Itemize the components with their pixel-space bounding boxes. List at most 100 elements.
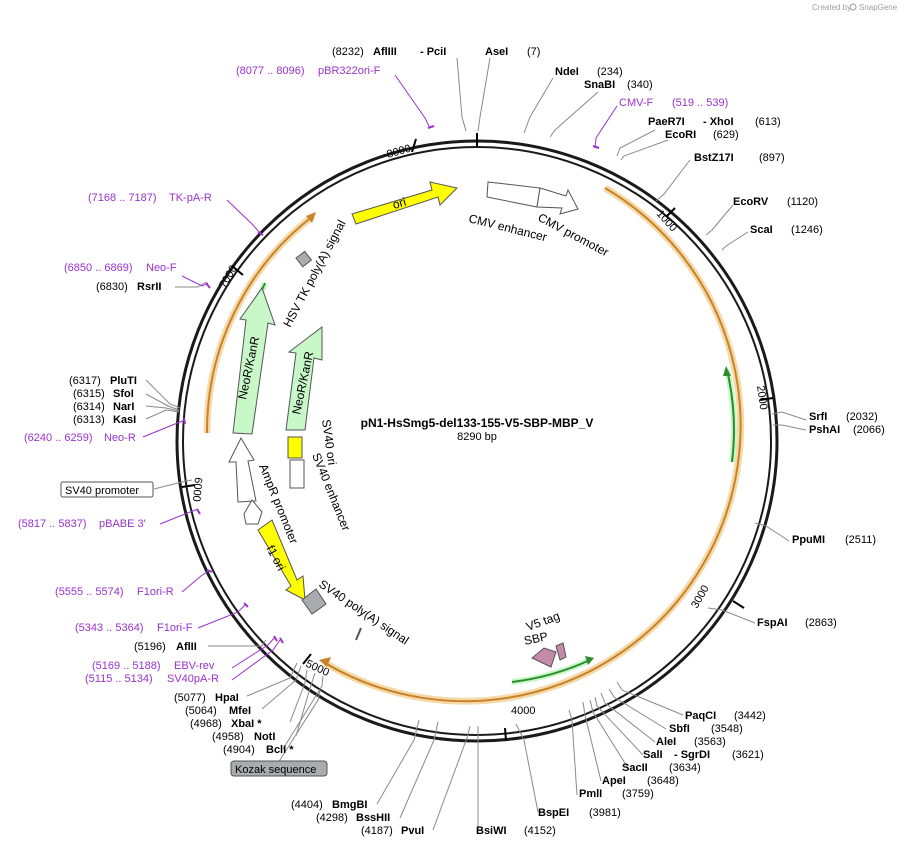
paer7i-pos: (613) (755, 116, 781, 128)
neof-primer[interactable]: Neo-F (146, 262, 177, 274)
tkpar-primer[interactable]: TK-pA-R (169, 192, 212, 204)
scai-site[interactable]: ScaI (750, 224, 773, 236)
bcli-site[interactable]: BclI * (266, 744, 294, 756)
pbr-primer[interactable]: pBR322ori-F (318, 65, 381, 77)
sv40-promoter-box-label: SV40 promoter (65, 485, 139, 497)
f1orir-pos: (5555 .. 5574) (55, 586, 124, 598)
neor-primer[interactable]: Neo-R (104, 432, 136, 444)
bmgbi-site[interactable]: BmgBI (332, 799, 367, 811)
nari-site[interactable]: NarI (113, 401, 134, 413)
apei-site[interactable]: ApeI (602, 775, 626, 787)
neor-pos: (6240 .. 6259) (24, 432, 93, 444)
cmv-promoter-feature[interactable] (536, 187, 579, 215)
sv40par-primer[interactable]: SV40pA-R (167, 673, 219, 685)
v5-tag-feature[interactable] (555, 642, 567, 661)
alei-site[interactable]: AleI (656, 736, 676, 748)
ecorv-site[interactable]: EcoRV (733, 196, 769, 208)
paqci-pos: (3442) (734, 710, 766, 722)
sv40-enhancer-feature[interactable] (289, 459, 305, 489)
f1orif-pos: (5343 .. 5364) (75, 622, 144, 634)
ndei-site[interactable]: NdeI (555, 66, 579, 78)
sbp-label: SBP (523, 629, 549, 648)
ndei-pos: (234) (597, 66, 623, 78)
noti-site[interactable]: NotI (254, 731, 275, 743)
pluti-site[interactable]: PluTI (110, 375, 137, 387)
cmv-enhancer-feature[interactable] (486, 181, 541, 208)
orf-left (205, 215, 314, 434)
ampr-promoter-feature[interactable] (243, 499, 263, 525)
bspei-pos: (3981) (589, 807, 621, 819)
pcii-site[interactable]: - PciI (420, 46, 446, 58)
paer7i-site[interactable]: PaeR7I (648, 116, 685, 128)
kozak-box-label: Kozak sequence (235, 764, 316, 776)
hpai-pos: (5077) (174, 692, 206, 704)
bsiwi-site[interactable]: BsiWI (476, 825, 507, 837)
sv40-polya-mark (355, 627, 362, 641)
bspei-site[interactable]: BspEI (538, 807, 569, 819)
pmli-site[interactable]: PmlI (579, 788, 602, 800)
bstz17i-pos: (897) (759, 152, 785, 164)
f1orir-primer[interactable]: F1ori-R (137, 586, 174, 598)
afliii-site[interactable]: AflIII (373, 46, 397, 58)
mfei-site[interactable]: MfeI (229, 705, 251, 717)
tick-6000: 6000 (190, 477, 204, 502)
hsv-tk-polya-feature[interactable] (295, 250, 313, 268)
ppumi-site[interactable]: PpuMI (792, 534, 825, 546)
neokanr-inner-feature[interactable] (285, 325, 323, 431)
cmvf-pos: (519 .. 539) (672, 97, 728, 109)
sbp-feature[interactable] (531, 647, 557, 668)
fspai-site[interactable]: FspAI (757, 617, 788, 629)
xbai-site[interactable]: XbaI * (231, 718, 262, 730)
ebvrev-primer[interactable]: EBV-rev (174, 660, 215, 672)
aflii-pos: (5196) (134, 641, 166, 653)
xhoi-site[interactable]: - XhoI (703, 116, 734, 128)
kozak-box[interactable] (230, 760, 328, 777)
bstz17i-site[interactable]: BstZ17I (694, 152, 734, 164)
sali-site[interactable]: SalI (643, 749, 663, 761)
srfi-pos: (2032) (846, 411, 878, 423)
neokanr-outer-feature[interactable] (232, 286, 276, 435)
cmvf-primer[interactable]: CMV-F (619, 97, 654, 109)
bsshii-site[interactable]: BssHII (356, 812, 390, 824)
ori-label: ori (391, 195, 408, 212)
asei-pos: (7) (527, 46, 540, 58)
sv40-promoter-box[interactable] (60, 481, 154, 498)
cmv-enhancer-label: CMV enhancer (467, 211, 548, 244)
green-arc-bottom-arrow (585, 656, 594, 665)
ori-feature[interactable] (351, 181, 458, 225)
fspai-pos: (2863) (805, 617, 837, 629)
primer-leaders (142, 74, 618, 681)
paqci-site[interactable]: PaqCI (685, 710, 716, 722)
pshai-pos: (2066) (853, 424, 885, 436)
rsrii-pos: (6830) (96, 281, 128, 293)
sv40-ori-feature[interactable] (287, 436, 303, 459)
sfoi-pos: (6315) (73, 388, 105, 400)
pshai-site[interactable]: PshAI (809, 424, 840, 436)
scale-ticks (181, 133, 774, 742)
rsrii-site[interactable]: RsrII (137, 281, 161, 293)
sacii-site[interactable]: SacII (622, 762, 648, 774)
kasi-site[interactable]: KasI (113, 414, 136, 426)
f1orif-primer[interactable]: F1ori-F (157, 622, 193, 634)
asei-site[interactable]: AseI (485, 46, 508, 58)
pvui-site[interactable]: PvuI (401, 825, 424, 837)
tick-3000: 3000 (689, 583, 712, 610)
ecori-site[interactable]: EcoRI (665, 129, 696, 141)
snapgene-logo-icon (849, 3, 857, 11)
sbfi-site[interactable]: SbfI (669, 723, 690, 735)
ppumi-pos: (2511) (845, 534, 876, 546)
sfoi-site[interactable]: SfoI (113, 388, 134, 400)
sacii-pos: (3634) (669, 762, 701, 774)
ebvrev-pos: (5169 .. 5188) (92, 660, 161, 672)
bsiwi-pos: (4152) (524, 825, 556, 837)
neof-pos: (6850 .. 6869) (64, 262, 133, 274)
sgrdi-site[interactable]: - SgrDI (674, 749, 710, 761)
f1-ori-feature[interactable] (257, 519, 306, 601)
sv40-promoter-feature[interactable] (228, 436, 257, 503)
sv40-polya-feature[interactable] (301, 588, 327, 615)
aflii-site[interactable]: AflII (176, 641, 197, 653)
pbabe-primer[interactable]: pBABE 3' (99, 518, 146, 530)
hpai-site[interactable]: HpaI (215, 692, 239, 704)
snabi-site[interactable]: SnaBI (584, 79, 615, 91)
srfi-site[interactable]: SrfI (809, 411, 827, 423)
